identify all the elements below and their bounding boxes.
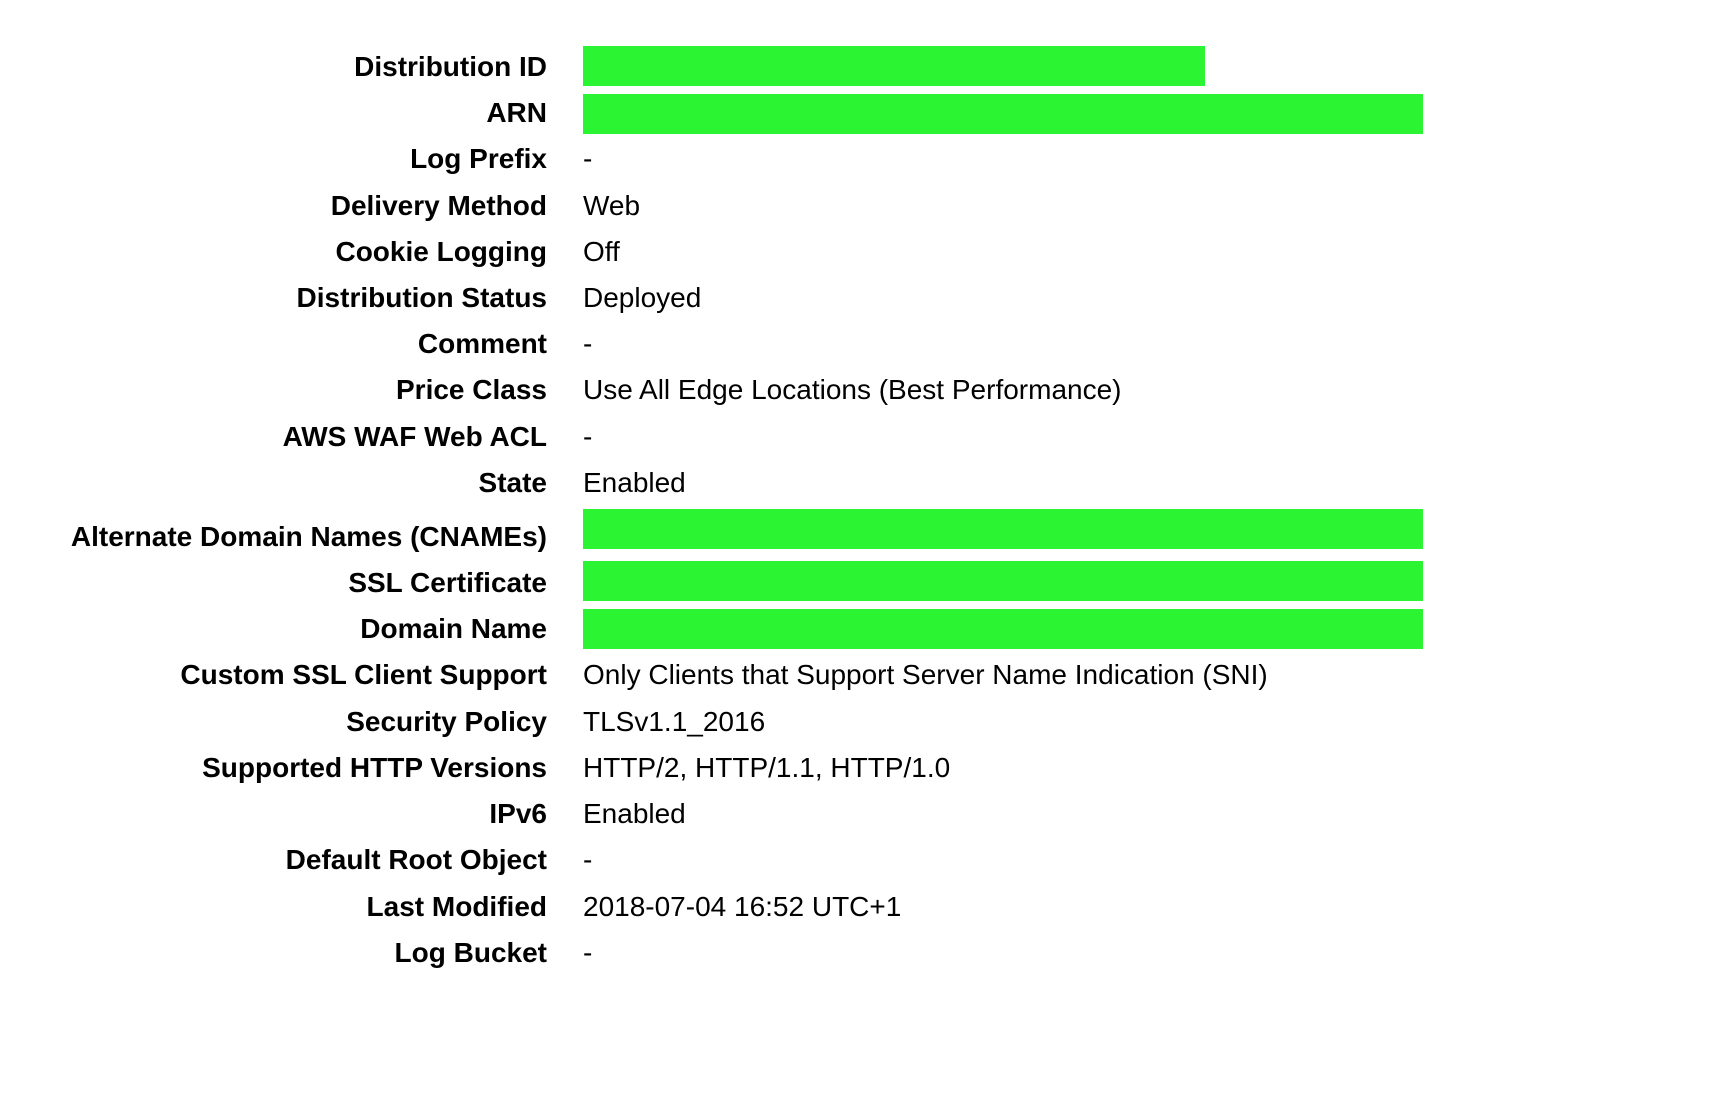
label-default-root-object: Default Root Object [285, 844, 547, 875]
redacted-value-distribution-id [583, 46, 1205, 86]
label-ipv6: IPv6 [489, 798, 547, 829]
value-security-policy: TLSv1.1_2016 [583, 706, 766, 737]
value-cookie-logging: Off [583, 236, 620, 267]
row-last-modified: Last Modified 2018-07-04 16:52 UTC+1 [0, 884, 1734, 930]
row-log-bucket: Log Bucket - [0, 930, 1734, 976]
row-price-class: Price Class Use All Edge Locations (Best… [0, 367, 1734, 413]
row-comment: Comment - [0, 321, 1734, 367]
row-aws-waf-web-acl: AWS WAF Web ACL - [0, 414, 1734, 460]
row-security-policy: Security Policy TLSv1.1_2016 [0, 699, 1734, 745]
value-log-prefix: - [583, 143, 593, 174]
value-comment: - [583, 328, 593, 359]
label-log-bucket: Log Bucket [394, 937, 547, 968]
value-price-class: Use All Edge Locations (Best Performance… [583, 374, 1122, 405]
redacted-value-ssl-certificate [583, 561, 1423, 601]
label-distribution-status: Distribution Status [296, 282, 547, 313]
label-domain-name: Domain Name [360, 613, 547, 644]
row-ssl-certificate: SSL Certificate [0, 560, 1734, 606]
redacted-value-domain-name [583, 609, 1423, 649]
row-log-prefix: Log Prefix - [0, 136, 1734, 182]
value-custom-ssl-client-support: Only Clients that Support Server Name In… [583, 659, 1268, 690]
value-state: Enabled [583, 467, 686, 498]
label-comment: Comment [417, 328, 547, 359]
label-arn: ARN [486, 97, 547, 128]
row-default-root-object: Default Root Object - [0, 837, 1734, 883]
value-last-modified: 2018-07-04 16:52 UTC+1 [583, 891, 902, 922]
label-distribution-id: Distribution ID [354, 51, 547, 82]
value-log-bucket: - [583, 937, 593, 968]
label-price-class: Price Class [396, 374, 547, 405]
value-ipv6: Enabled [583, 798, 686, 829]
label-aws-waf-web-acl: AWS WAF Web ACL [282, 421, 547, 452]
label-last-modified: Last Modified [366, 891, 547, 922]
label-cookie-logging: Cookie Logging [335, 236, 547, 267]
redacted-value-arn [583, 94, 1423, 134]
label-log-prefix: Log Prefix [410, 143, 547, 174]
value-default-root-object: - [583, 844, 593, 875]
value-supported-http-versions: HTTP/2, HTTP/1.1, HTTP/1.0 [583, 752, 951, 783]
redacted-value-alternate-domain-names [583, 509, 1423, 549]
label-state: State [478, 467, 547, 498]
value-aws-waf-web-acl: - [583, 421, 593, 452]
label-supported-http-versions: Supported HTTP Versions [202, 752, 547, 783]
label-custom-ssl-client-support: Custom SSL Client Support [180, 659, 547, 690]
row-delivery-method: Delivery Method Web [0, 183, 1734, 229]
row-distribution-id: Distribution ID [0, 44, 1734, 90]
value-delivery-method: Web [583, 190, 641, 221]
label-delivery-method: Delivery Method [330, 190, 547, 221]
row-alternate-domain-names: Alternate Domain Names (CNAMEs) [0, 509, 1734, 560]
label-security-policy: Security Policy [346, 706, 547, 737]
row-domain-name: Domain Name [0, 606, 1734, 652]
row-cookie-logging: Cookie Logging Off [0, 229, 1734, 275]
row-state: State Enabled [0, 460, 1734, 506]
label-ssl-certificate: SSL Certificate [348, 567, 547, 598]
row-distribution-status: Distribution Status Deployed [0, 275, 1734, 321]
label-alternate-domain-names: Alternate Domain Names (CNAMEs) [70, 521, 547, 552]
row-supported-http-versions: Supported HTTP Versions HTTP/2, HTTP/1.1… [0, 745, 1734, 791]
row-arn: ARN [0, 90, 1734, 136]
row-custom-ssl-client-support: Custom SSL Client Support Only Clients t… [0, 652, 1734, 698]
row-ipv6: IPv6 Enabled [0, 791, 1734, 837]
value-distribution-status: Deployed [583, 282, 702, 313]
